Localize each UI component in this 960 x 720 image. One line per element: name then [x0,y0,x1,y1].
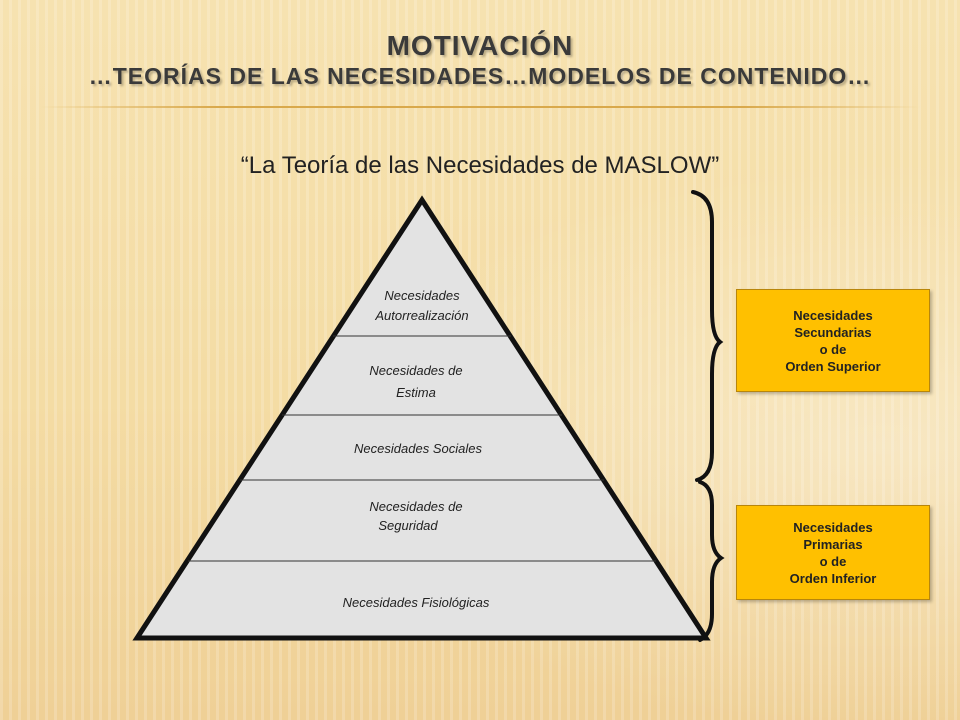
box-lower-line-2: Primarias [803,536,863,552]
pyramid-shape [132,195,711,641]
title-line-1: MOTIVACIÓN [386,30,574,61]
tier-label-estima-1: Necesidades de [369,363,462,378]
tier-label-sociales: Necesidades Sociales [354,441,482,456]
brace-upper [691,190,724,482]
slide-title: MOTIVACIÓN …TEORÍAS DE LAS NECESIDADES…M… [0,30,960,90]
tier-label-autorrealizacion-2: Autorrealización [374,308,468,323]
box-lower-line-1: Necesidades [793,519,873,535]
tier-label-seguridad-2: Seguridad [378,518,438,533]
box-upper-line-4: Orden Superior [785,358,881,374]
subtitle: “La Teoría de las Necesidades de MASLOW” [240,152,720,179]
tier-label-autorrealizacion-1: Necesidades [384,288,460,303]
box-lower-line-4: Orden Inferior [789,570,877,586]
box-upper-line-2: Secundarias [794,324,872,340]
box-lower-line-3: o de [819,553,847,569]
title-line-2: …TEORÍAS DE LAS NECESIDADES…MODELOS DE C… [88,63,872,89]
brace-lower [698,480,725,642]
tier-label-estima-2: Estima [396,385,436,400]
box-upper-line-1: Necesidades [793,307,873,323]
box-orden-superior: Necesidades Secundarias o de Orden Super… [736,289,930,392]
tier-label-fisiologicas: Necesidades Fisiológicas [343,595,490,610]
box-orden-inferior: Necesidades Primarias o de Orden Inferio… [736,505,930,600]
box-upper-line-3: o de [819,341,847,357]
tier-label-seguridad-1: Necesidades de [369,499,462,514]
title-divider [40,106,920,108]
